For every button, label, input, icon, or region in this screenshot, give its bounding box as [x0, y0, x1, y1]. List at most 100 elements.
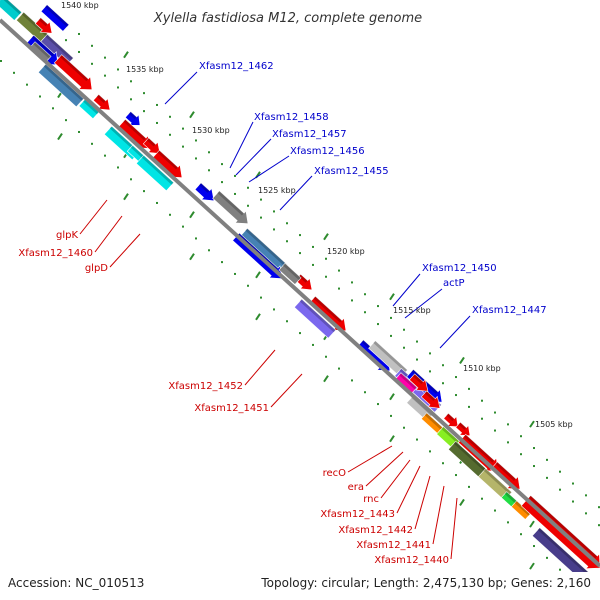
strand-dot	[377, 305, 379, 308]
strand-dot	[195, 139, 197, 142]
strand-dot	[0, 60, 2, 62]
strand-dot	[143, 110, 145, 113]
strand-dot	[78, 32, 80, 35]
gene-feature	[420, 390, 441, 409]
leader-line	[347, 445, 393, 473]
leader-line	[79, 199, 108, 235]
strand-dot	[104, 154, 106, 157]
gene-label-xfasm12-1443: Xfasm12_1443	[320, 509, 395, 520]
gene-label-xfasm12-1450: Xfasm12_1450	[422, 263, 497, 274]
strand-dot	[52, 107, 54, 110]
gene-feature	[0, 0, 23, 21]
strand-dot	[442, 382, 444, 385]
strand-dot	[585, 512, 587, 515]
strand-dot	[533, 465, 535, 468]
strand-dot	[234, 272, 236, 275]
leader-line	[109, 233, 141, 268]
strand-dot	[494, 429, 496, 432]
strand-dot	[364, 311, 366, 314]
major-tick	[255, 313, 261, 321]
strand-dot	[273, 228, 275, 231]
strand-dot	[312, 245, 314, 248]
strand-dot	[442, 462, 444, 465]
gene-label-xfasm12-1456: Xfasm12_1456	[290, 146, 365, 157]
strand-dot	[377, 403, 379, 406]
leader-line	[164, 71, 198, 105]
gene-label-xfasm12-1460: Xfasm12_1460	[18, 248, 93, 259]
strand-dot	[312, 263, 314, 266]
strand-dot	[325, 275, 327, 278]
gene-feature	[194, 182, 215, 202]
leader-line	[439, 315, 471, 349]
diagram-title: Xylella fastidiosa M12, complete genome	[153, 11, 422, 26]
strand-dot	[481, 497, 483, 500]
major-tick	[389, 393, 395, 401]
strand-dot	[390, 414, 392, 417]
strand-dot	[39, 95, 41, 98]
strand-dot	[520, 533, 522, 536]
strand-dot	[546, 476, 548, 479]
strand-dot	[416, 340, 418, 343]
strand-dot	[260, 216, 262, 219]
strand-dot	[286, 222, 288, 225]
strand-dot	[130, 98, 132, 101]
leader-line	[244, 349, 276, 386]
gene-feature	[368, 340, 408, 378]
strand-dot	[390, 316, 392, 319]
gene-feature	[212, 190, 249, 225]
strand-dot	[416, 438, 418, 441]
strand-dot	[91, 62, 93, 65]
strand-dot	[559, 568, 561, 571]
gene-feature	[308, 295, 347, 332]
strand-dot	[533, 545, 535, 548]
reverse-strand-dots	[0, 60, 561, 571]
strand-dot	[78, 50, 80, 53]
strand-dot	[585, 494, 587, 497]
strand-dot	[156, 121, 158, 124]
gene-label-xfasm12-1447: Xfasm12_1447	[472, 305, 547, 316]
major-tick	[529, 420, 535, 428]
strand-dot	[338, 287, 340, 290]
strand-dot	[182, 145, 184, 148]
strand-dot	[221, 163, 223, 166]
major-tick	[389, 293, 395, 301]
major-tick	[123, 51, 129, 59]
scale-label: 1520 kbp	[327, 247, 365, 256]
strand-dot	[520, 453, 522, 456]
major-tick	[389, 435, 395, 443]
major-tick	[459, 356, 465, 364]
strand-dot	[117, 86, 119, 89]
genome-backbone	[0, 18, 600, 568]
strand-dot	[104, 74, 106, 77]
strand-dot	[442, 364, 444, 367]
strand-dot	[247, 204, 249, 207]
gene-label-reco: recO	[323, 468, 347, 479]
major-tick	[529, 520, 535, 528]
strand-dot	[143, 190, 145, 193]
strand-dot	[117, 68, 119, 71]
leader-line	[248, 155, 290, 183]
strand-dot	[130, 178, 132, 181]
strand-dot	[312, 343, 314, 346]
scale-label: 1510 kbp	[463, 364, 501, 373]
strand-dot	[455, 474, 457, 477]
strand-dot	[208, 249, 210, 252]
strand-dot	[130, 80, 132, 83]
leader-line	[270, 373, 303, 408]
strand-dot	[156, 103, 158, 106]
strand-dot	[247, 186, 249, 189]
leader-line	[94, 215, 123, 253]
strand-dot	[65, 119, 67, 122]
strand-dot	[455, 394, 457, 397]
gene-label-xfasm12-1442: Xfasm12_1442	[338, 525, 413, 536]
gene-label-xfasm12-1441: Xfasm12_1441	[356, 540, 431, 551]
gene-label-xfasm12-1440: Xfasm12_1440	[374, 555, 449, 566]
major-tick	[123, 193, 129, 201]
strand-dot	[13, 71, 15, 74]
gene-feature	[40, 4, 70, 32]
forward-strand-dots	[65, 32, 600, 527]
strand-dot	[169, 115, 171, 118]
strand-dot	[481, 417, 483, 420]
